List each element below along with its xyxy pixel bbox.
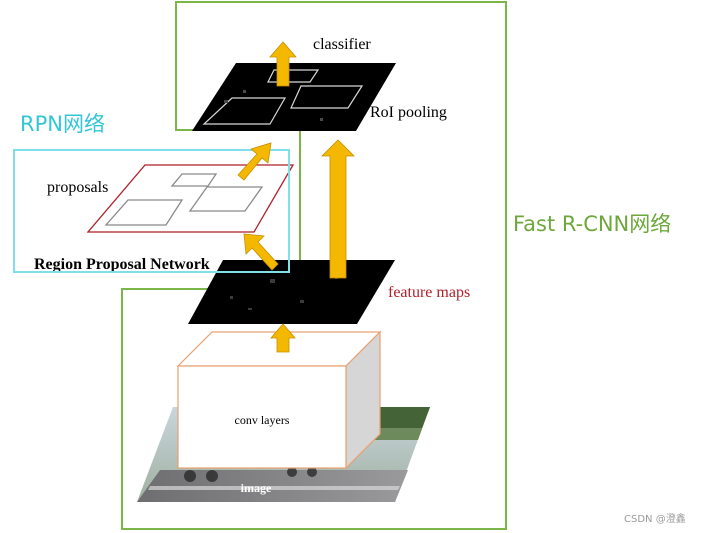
csdn-watermark: CSDN @澄鑫	[624, 512, 686, 525]
arrow-conv-to-feature	[270, 323, 296, 353]
region-proposal-network-label: Region Proposal Network	[34, 256, 210, 273]
roi-pooling-plane	[192, 63, 396, 131]
rpn-outline	[13, 149, 290, 273]
image-label: image	[241, 481, 272, 495]
arrow-roi-to-classifier	[269, 41, 297, 87]
proposals-plane	[86, 164, 295, 233]
feature-map-plane	[188, 260, 395, 324]
fast-rcnn-network-label: Fast R-CNN网络	[513, 212, 671, 236]
arrow-feature-to-roi	[321, 139, 355, 279]
arrow-proposals-to-roi	[237, 142, 272, 181]
roi-pooling-label: RoI pooling	[370, 104, 447, 121]
rpn-network-label: RPN网络	[20, 112, 105, 136]
proposals-label: proposals	[47, 179, 108, 196]
classifier-label: classifier	[313, 36, 371, 53]
arrow-feature-to-rpn	[243, 233, 279, 271]
feature-maps-label: feature maps	[388, 284, 470, 301]
conv-layers-label: conv layers	[235, 413, 290, 427]
